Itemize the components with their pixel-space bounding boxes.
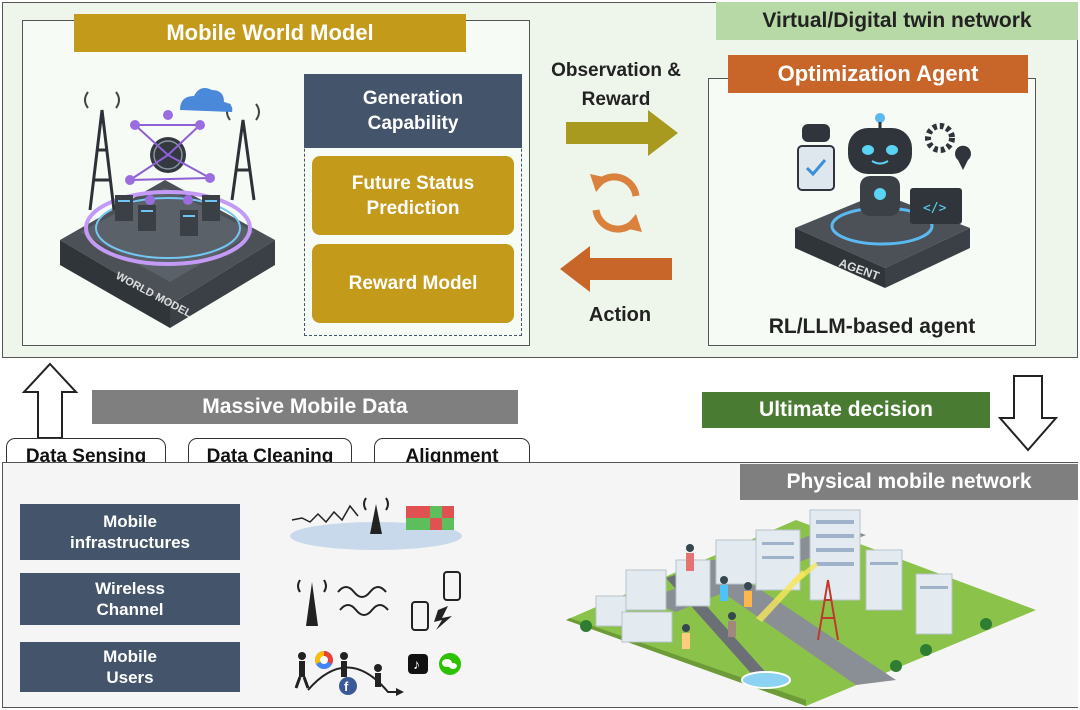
phone-icon: [411, 571, 461, 631]
action-arrow: [560, 246, 672, 292]
svg-text:</>: </>: [923, 201, 947, 216]
optimization-agent-title: Optimization Agent: [728, 55, 1028, 93]
agent-robot-illustration: AGENT </>: [795, 113, 971, 288]
infrastructure-icons: [290, 497, 462, 550]
facebook-icon: f: [339, 677, 357, 695]
observation-reward-label: Observation & Reward: [551, 60, 681, 110]
sync-icon: [590, 173, 642, 233]
wechat-icon: [439, 653, 461, 675]
up-arrow-icon: [21, 362, 79, 439]
ultimate-decision-label: Ultimate decision: [702, 392, 990, 428]
physical-network-title: Physical mobile network: [740, 464, 1078, 500]
cell-tower-icon: [363, 497, 389, 534]
agent-caption: RL/LLM-based agent: [768, 315, 976, 338]
action-label: Action: [588, 303, 652, 326]
virtual-network-title: Virtual/Digital twin network: [716, 2, 1078, 40]
down-arrow-icon: [997, 375, 1059, 452]
svg-text:f: f: [344, 679, 349, 694]
world-model-illustration: WORLD MODEL: [60, 88, 275, 328]
wireless-channel-box: Wireless Channel: [20, 573, 240, 625]
reward-model-box: Reward Model: [312, 244, 514, 323]
observation-arrow: [566, 110, 678, 156]
wireless-channel-icons: [297, 571, 461, 631]
massive-mobile-data-title: Massive Mobile Data: [92, 390, 518, 424]
mobile-users-box: Mobile Users: [20, 642, 240, 692]
mobile-infrastructures-box: Mobile infrastructures: [20, 504, 240, 560]
svg-text:♪: ♪: [413, 656, 420, 672]
world-model-title: Mobile World Model: [74, 14, 466, 52]
tiktok-icon: ♪: [408, 654, 428, 674]
generation-capability-title: Generation Capability: [304, 74, 522, 148]
future-status-prediction-box: Future Status Prediction: [312, 156, 514, 235]
chrome-icon: [315, 651, 333, 669]
cell-tower-icon: [297, 579, 327, 626]
city-illustration: [566, 509, 1036, 706]
mobile-users-icons: f ♪: [294, 651, 461, 696]
